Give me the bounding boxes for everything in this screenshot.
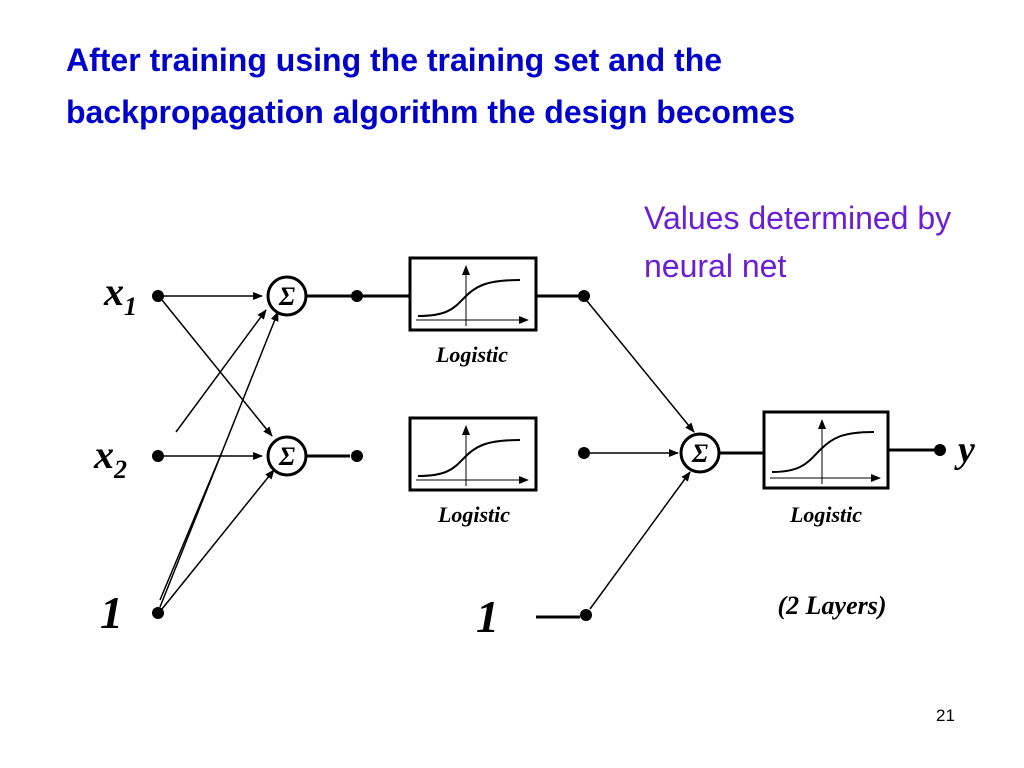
input-label-x2: x2: [93, 432, 127, 484]
bias-label-hidden: 1: [100, 587, 123, 638]
input-node-bias-hidden: [152, 607, 164, 619]
logistic-box-output: [762, 410, 890, 490]
sigma-symbol: Σ: [691, 439, 708, 468]
edge-bias-to-output-sum: [589, 471, 691, 610]
input-label-x1: x1: [103, 269, 137, 321]
logistic-label-hidden-1: Logistic: [435, 342, 508, 367]
edge-x1-to-sum2: [161, 299, 273, 437]
input-node-bias-output: [580, 609, 592, 621]
edge-bias-to-sum2: [161, 469, 275, 610]
hidden-output-node-1: [578, 290, 590, 302]
layers-caption: (2 Layers): [777, 591, 886, 620]
sigma-symbol: Σ: [278, 442, 295, 471]
edge-x2-to-sum1: [175, 309, 267, 433]
node-dot: [351, 450, 363, 462]
logistic-box-hidden-2: [408, 416, 538, 492]
logistic-label-hidden-2: Logistic: [437, 502, 510, 527]
page-number: 21: [936, 706, 955, 725]
sum-node-output: Σ: [679, 432, 721, 474]
input-node-x1: [152, 290, 164, 302]
slide-title: After training using the training set an…: [66, 42, 796, 130]
output-node: [934, 444, 946, 456]
input-node-x2: [152, 450, 164, 462]
sigma-symbol: Σ: [278, 282, 295, 311]
side-note: Values determined by neural net: [644, 200, 952, 284]
logistic-label-output: Logistic: [789, 502, 862, 527]
edge-extra-to-sum2: [159, 451, 223, 601]
hidden-output-node-2: [578, 447, 590, 459]
output-label-y: y: [954, 429, 975, 471]
edge-hidden1-to-output-sum: [586, 300, 695, 433]
sum-node-hidden-2: Σ: [266, 435, 308, 477]
bias-label-output: 1: [476, 591, 499, 642]
sum-node-hidden-1: Σ: [266, 275, 308, 317]
logistic-box-hidden-1: [408, 256, 538, 332]
node-dot: [351, 290, 363, 302]
